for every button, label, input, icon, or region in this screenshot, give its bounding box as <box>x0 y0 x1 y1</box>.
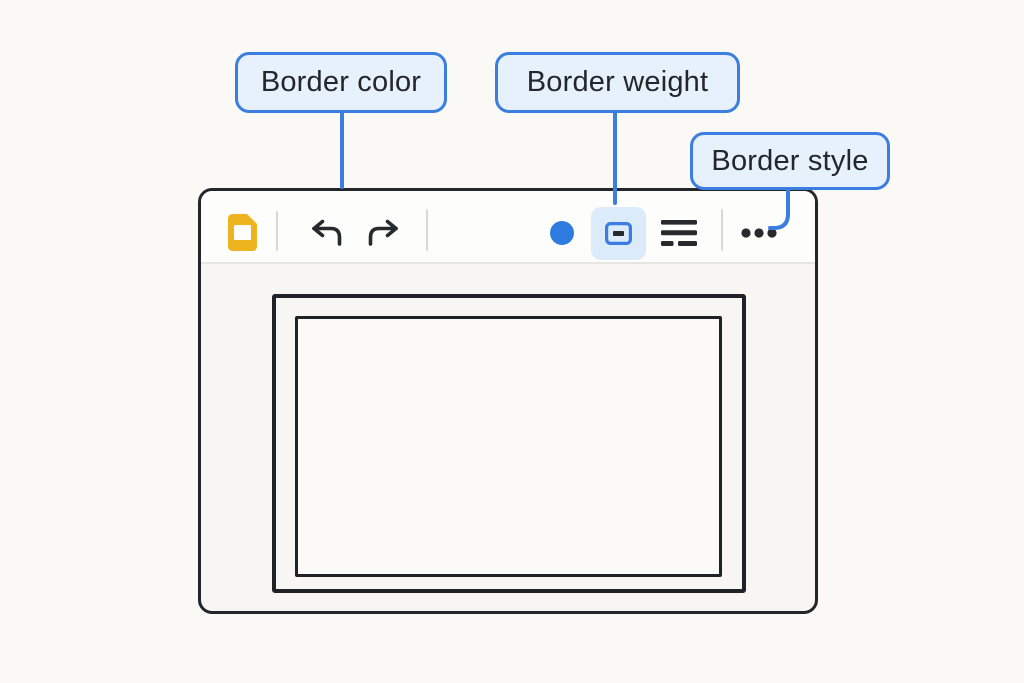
slides-document-icon <box>228 214 257 251</box>
canvas-shape-inner-border <box>295 316 722 577</box>
border-color-callout-label: Border color <box>260 66 422 98</box>
border-weight-callout: Border weight <box>495 52 740 113</box>
undo-button[interactable] <box>307 219 344 246</box>
redo-button[interactable] <box>366 219 403 246</box>
undo-arrow-icon <box>312 219 342 246</box>
app-window <box>198 188 818 614</box>
toolbar-divider <box>426 209 428 251</box>
border-style-button[interactable] <box>660 219 698 247</box>
toolbar-divider <box>721 209 723 251</box>
border-weight-callout-label: Border weight <box>526 66 709 98</box>
border-color-callout: Border color <box>235 52 447 113</box>
border-color-button[interactable] <box>550 221 574 245</box>
redo-arrow-icon <box>368 219 398 246</box>
more-options-button[interactable] <box>737 223 781 243</box>
border-weight-icon <box>605 222 632 245</box>
three-dots-icon <box>741 228 777 238</box>
border-style-callout: Border style <box>690 132 890 190</box>
line-dash-icon <box>661 220 697 246</box>
canvas-shape-outer-border <box>272 294 746 593</box>
toolbar <box>201 191 815 264</box>
toolbar-divider <box>276 211 278 251</box>
border-weight-button[interactable] <box>591 207 646 260</box>
border-style-callout-label: Border style <box>711 144 869 177</box>
